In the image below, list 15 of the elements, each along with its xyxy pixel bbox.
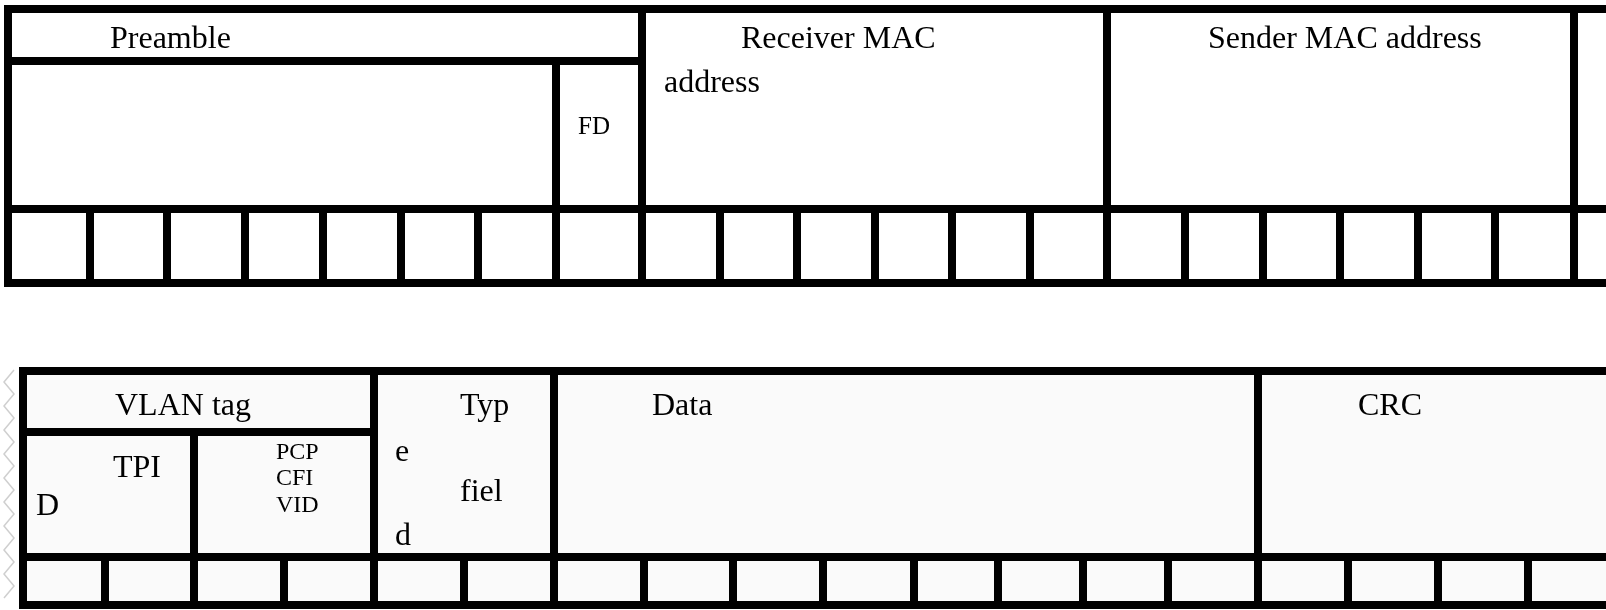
field-name: D xyxy=(36,488,60,520)
field-name: e xyxy=(395,434,410,466)
field-name: d xyxy=(395,518,411,550)
field-name: VLAN tag xyxy=(115,388,251,420)
field-name: Receiver MAC xyxy=(741,21,936,53)
field-name: Typ xyxy=(460,388,510,420)
field-name: fiel xyxy=(460,474,503,506)
field-name: address xyxy=(664,65,760,97)
field-name: Sender MAC address xyxy=(1208,21,1482,53)
field-name: Preamble xyxy=(110,21,231,53)
field-name: FD xyxy=(578,113,610,138)
field-name: Data xyxy=(652,388,713,420)
field-name: TPI xyxy=(113,450,161,482)
field-name: PCP CFI VID xyxy=(276,438,319,518)
field-name: CRC xyxy=(1358,388,1423,420)
